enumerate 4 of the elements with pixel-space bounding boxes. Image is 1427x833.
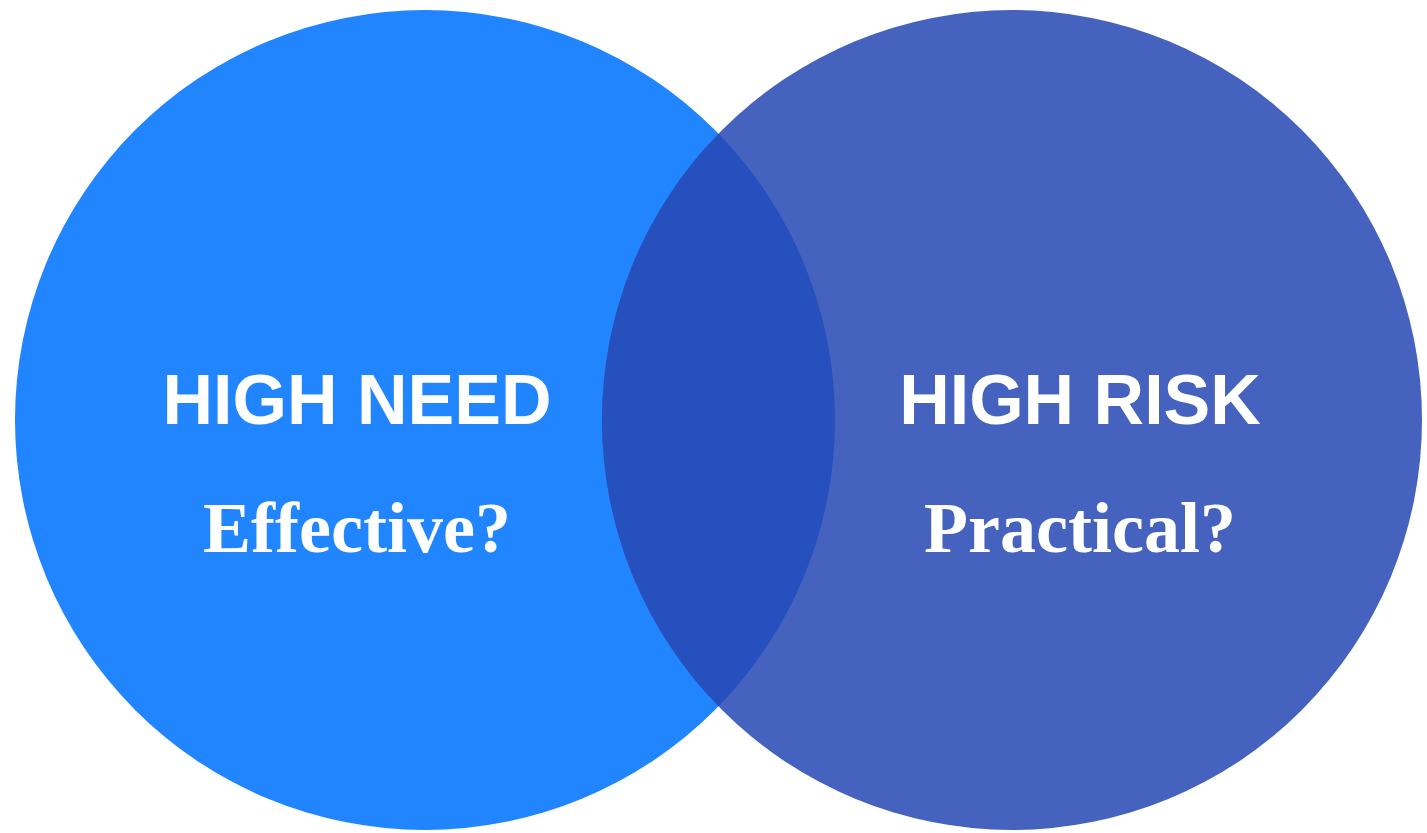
venn-heading: HIGH NEED (162, 359, 552, 440)
venn-heading: HIGH RISK (899, 359, 1261, 440)
venn-question: Effective? (203, 486, 511, 570)
venn-question: Practical? (924, 486, 1236, 570)
